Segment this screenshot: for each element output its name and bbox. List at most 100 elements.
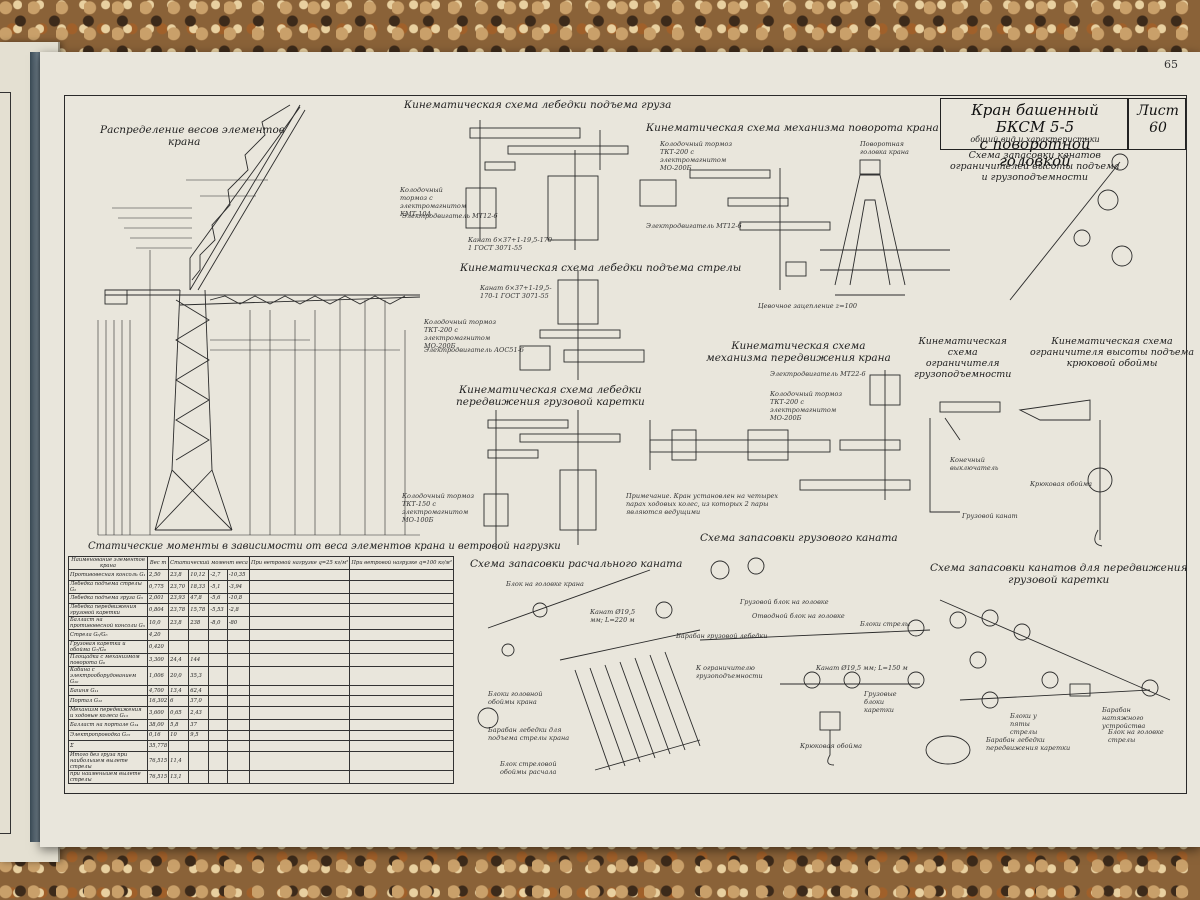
deflect-block-label: Отводной блок на головке xyxy=(752,612,845,620)
table-header-row: Наименование элементов крана Вес т Стати… xyxy=(68,556,454,570)
block-head-boom-label: Блок на головке стрелы xyxy=(1108,728,1164,744)
table-cell: 3,300 xyxy=(146,652,170,667)
table-cell xyxy=(208,652,228,667)
sheet-number: 60 xyxy=(1149,120,1167,136)
table-cell xyxy=(208,665,228,686)
table-header-cell: Вес т xyxy=(146,556,170,570)
table-cell: Грузовая каретка и обойма G₇/G₈ xyxy=(68,639,148,654)
title-line-1: Кран башенный БКСМ 5-5 xyxy=(971,101,1099,136)
table-header-cell: Наименование элементов крана xyxy=(68,556,148,570)
title-block-divider xyxy=(1127,99,1129,149)
table-cell: при наименьшем вылете стрелы xyxy=(68,769,148,784)
table-cell xyxy=(248,695,351,707)
table-cell xyxy=(349,695,454,707)
table-cell: Электропроводка G₁₅ xyxy=(68,729,148,742)
table-cell xyxy=(168,639,190,654)
rope-cargo-label: Канат Ø19,5 мм; L=150 м xyxy=(816,664,908,672)
table-cell xyxy=(349,579,454,594)
table-cell xyxy=(226,740,250,752)
table-cell: 1,006 xyxy=(146,665,170,686)
table-cell: 23,70 xyxy=(168,579,190,594)
table-cell: -3,94 xyxy=(226,579,250,594)
page-number: 65 xyxy=(1164,58,1178,71)
table-cell: Площадка с механизмом поворота G₉ xyxy=(68,652,148,667)
carriage-blocks-label: Грузовые блоки каретки xyxy=(864,690,897,714)
drum-cargo-label: Барабан грузовой лебедки xyxy=(676,632,768,640)
limiter-schematics xyxy=(929,153,1133,547)
load-limiter-line2: схема xyxy=(947,347,978,358)
table-cell: Портал G₁₂ xyxy=(68,695,148,707)
slewing-schematic xyxy=(639,159,950,296)
weight-title-line1: Распределение весов элементов xyxy=(100,124,285,136)
carriage-title-line2: передвижения грузовой каретки xyxy=(456,396,645,408)
table-cell xyxy=(349,616,454,631)
table-cell xyxy=(248,592,351,605)
table-cell: Лебедка подъема стрелы G₂ xyxy=(68,579,148,594)
table-cell xyxy=(248,665,351,686)
table-cell: Башня G₁₁ xyxy=(68,684,148,697)
table-cell: 15,78 xyxy=(188,603,210,618)
table-cell xyxy=(188,769,210,784)
left-page-frame xyxy=(0,92,11,834)
table-cell: 144 xyxy=(188,652,210,667)
table-cell xyxy=(226,639,250,654)
reeving-line3: и грузоподъемности xyxy=(981,172,1089,183)
table-cell: 5,8 xyxy=(168,718,190,731)
table-cell xyxy=(188,629,210,641)
table-cell xyxy=(349,718,454,731)
table-cell xyxy=(248,629,351,641)
table-cell: 38,00 xyxy=(146,718,170,731)
table-cell xyxy=(248,579,351,594)
boom-block-label: Блок стреловой обоймы расчала xyxy=(500,760,557,776)
table-cell xyxy=(349,740,454,752)
carriage-title-line1: Кинематическая схема лебедки xyxy=(459,384,642,396)
hook-limiter-line3: крюковой обоймы xyxy=(1066,358,1158,369)
hoist-winch-schematic xyxy=(465,120,629,250)
table-cell: 3,600 xyxy=(146,705,170,720)
table-cell xyxy=(349,603,454,618)
boom-winch-schematic xyxy=(519,270,645,380)
note-label: Примечание. Кран установлен на четырех п… xyxy=(626,492,779,516)
table-cell xyxy=(349,684,454,697)
weight-distribution-title: Распределение весов элементов крана xyxy=(100,124,285,148)
table-cell xyxy=(208,718,228,731)
table-cell: Балласт на противовесной консоли G₅ xyxy=(68,616,148,631)
table-cell xyxy=(349,750,454,771)
table-cell xyxy=(208,740,228,752)
table-cell: -2,7 xyxy=(208,569,228,581)
table-cell: 2,43 xyxy=(188,705,210,720)
table-cell xyxy=(188,740,210,752)
table-cell xyxy=(168,629,190,641)
table-cell xyxy=(248,718,351,731)
load-limiter-line3: ограничителя xyxy=(925,358,1000,369)
carriage-winch-title: Кинематическая схема лебедки передвижени… xyxy=(456,384,645,408)
sheet-label: Лист xyxy=(1137,103,1179,119)
title-line-2: с поворотной головкой xyxy=(979,135,1091,170)
table-cell xyxy=(248,729,351,742)
carriage-rope-title: Схема запасовки канатов для передвижения… xyxy=(930,562,1187,586)
table-cell xyxy=(248,769,351,784)
table-cell: 16,302 xyxy=(146,695,170,707)
carriage-winch-schematic xyxy=(483,410,621,550)
table-cell: 76,515 xyxy=(146,769,170,784)
weight-title-line2: крана xyxy=(168,136,201,148)
table-cell: 0,65 xyxy=(168,705,190,720)
hoist-winch-title: Кинематическая схема лебедки подъема гру… xyxy=(404,99,672,111)
table-cell xyxy=(248,652,351,667)
table-cell: -8,0 xyxy=(208,616,228,631)
table-header-cell: Статический момент веса xyxy=(168,556,250,570)
table-cell: 24,4 xyxy=(168,652,190,667)
guy-rope-title: Схема запасовки расчального каната xyxy=(470,558,683,570)
hook-limiter-title: Кинематическая схема ограничителя высоты… xyxy=(1030,336,1194,369)
title-block-subtitle: общий вид и характеристики xyxy=(970,135,1100,144)
load-limiter-title: Кинематическая схема ограничителя грузоп… xyxy=(914,336,1011,380)
table-cell: Кабина с электрооборудованием G₁₀ xyxy=(68,665,148,686)
table-cell: 0,420 xyxy=(146,639,170,654)
table-cell xyxy=(226,665,250,686)
reeving-line1: Схема запасовки канатов xyxy=(968,150,1101,161)
title-block-name: Кран башенный БКСМ 5-5 с поворотной голо… xyxy=(947,102,1123,170)
